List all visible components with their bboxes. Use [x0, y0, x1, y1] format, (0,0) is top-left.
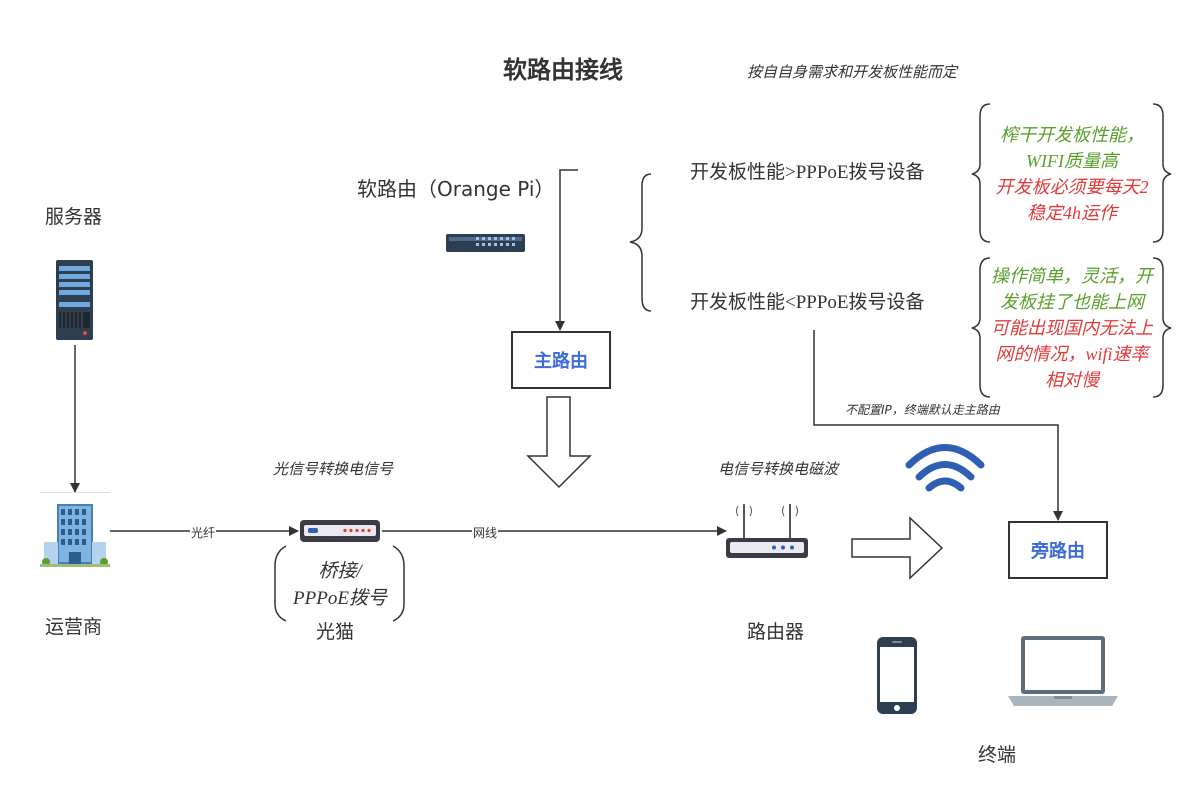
modem-mode: 桥接/ PPPoE拨号	[282, 558, 398, 612]
modem-icon	[300, 518, 380, 544]
upper-pro-1: 榨干开发板性能，	[1000, 125, 1144, 145]
lower-branch-text: 开发板性能<PPPoE拨号设备	[690, 292, 925, 313]
modem-mode-line-1: 桥接/	[318, 561, 362, 582]
branch-brace	[629, 173, 652, 312]
optical-caption: 光信号转换电信号	[273, 460, 394, 478]
upper-branch-text: 开发板性能>PPPoE拨号设备	[690, 162, 925, 183]
big-down-arrow	[526, 396, 592, 489]
side-router-label: 旁路由	[1031, 541, 1085, 562]
terminal-label: 终端	[978, 744, 1017, 766]
lower-pro-1: 操作简单，灵活，开	[991, 266, 1153, 286]
upper-comment: 榨干开发板性能， WIFI质量高 开发板必须要每天2 稳定4h运作	[982, 122, 1162, 226]
to-side-router-line	[813, 330, 1063, 521]
main-router-box: 主路由	[511, 331, 611, 389]
soft-router-to-main-line	[555, 169, 578, 331]
laptop-icon	[1008, 636, 1118, 708]
upper-pro-2: WIFI质量高	[1026, 151, 1118, 171]
lower-comment-brace	[971, 257, 1172, 398]
lower-con-3: 相对慢	[1045, 370, 1099, 390]
upper-con-1: 开发板必须要每天2	[995, 177, 1149, 197]
modem-bracket	[274, 545, 405, 622]
ethernet-label: 网线	[472, 524, 499, 541]
modem-mode-line-2: PPPoE拨号	[293, 588, 387, 609]
wifi-icon	[905, 444, 985, 492]
server-icon	[56, 260, 93, 340]
modem-label: 光猫	[316, 621, 355, 643]
upper-con-2: 稳定4h运作	[1027, 203, 1117, 223]
soft-router-label: 软路由（Orange Pi）	[357, 177, 555, 201]
router-icon	[726, 500, 808, 562]
soft-router-icon	[446, 232, 525, 254]
fiber-label: 光纤	[190, 524, 217, 541]
main-router-label: 主路由	[534, 351, 588, 372]
upper-comment-brace	[971, 103, 1172, 243]
server-label: 服务器	[45, 206, 103, 228]
diagram-title: 软路由接线	[503, 57, 623, 84]
big-right-arrow	[851, 516, 944, 580]
lower-branch-label: 开发板性能<PPPoE拨号设备	[690, 287, 925, 314]
isp-label: 运营商	[45, 616, 103, 638]
no-ip-note: 不配置IP，终端默认走主路由	[845, 403, 1000, 417]
lower-pro-2: 发板挂了也能上网	[1000, 292, 1144, 312]
phone-icon	[877, 637, 917, 714]
lower-con-2: 网的情况，wifi速率	[995, 344, 1149, 364]
side-router-box: 旁路由	[1008, 521, 1108, 579]
upper-branch-label: 开发板性能>PPPoE拨号设备	[690, 157, 925, 184]
router-label: 路由器	[747, 621, 805, 643]
isp-building-icon	[40, 492, 110, 572]
lower-con-1: 可能出现国内无法上	[991, 318, 1153, 338]
lower-comment: 操作简单，灵活，开 发板挂了也能上网 可能出现国内无法上 网的情况，wifi速率…	[982, 263, 1162, 393]
wireless-caption: 电信号转换电磁波	[718, 460, 839, 478]
top-note: 按自自身需求和开发板性能而定	[747, 63, 958, 81]
